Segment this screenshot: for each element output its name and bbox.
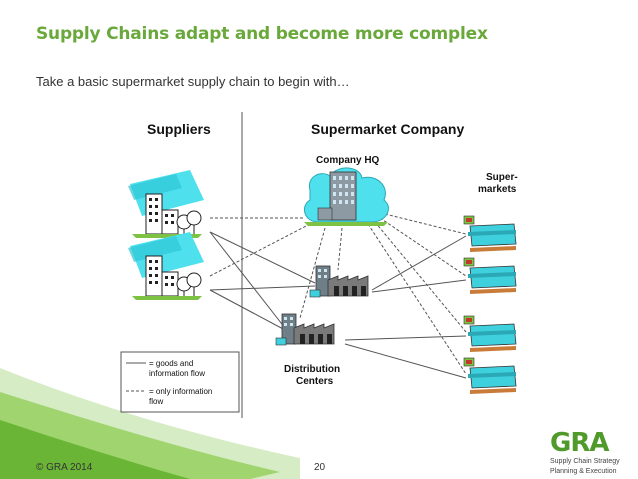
distribution-center-icon — [275, 313, 335, 346]
supermarket-icon — [463, 215, 517, 253]
page-number: 20 — [314, 462, 326, 473]
distribution-center-icon — [309, 265, 369, 298]
supplier-icon — [127, 231, 205, 301]
supermarkets-label-line1: Super- — [486, 172, 518, 183]
logo-tagline-2: Planning & Execution — [550, 468, 617, 475]
hq-label: Company HQ — [316, 155, 380, 166]
legend-dashed-text-1: = only information — [149, 387, 212, 396]
company-label: Supermarket Company — [311, 121, 464, 137]
goods-flow-lines — [209, 231, 467, 379]
supermarket-icon — [463, 315, 517, 353]
supermarkets-label-line2: markets — [478, 184, 517, 195]
logo-name: GRA — [550, 428, 609, 458]
company-hq-icon — [303, 167, 389, 226]
dc-label-line1: Distribution — [284, 364, 340, 375]
supplier-icon — [127, 169, 205, 239]
suppliers-label: Suppliers — [147, 121, 211, 137]
slide-title: Supply Chains adapt and become more comp… — [36, 24, 488, 44]
supermarket-icon — [463, 357, 517, 395]
supermarket-icon — [463, 257, 517, 295]
slide-subtitle: Take a basic supermarket supply chain to… — [36, 74, 350, 89]
logo-tagline-1: Supply Chain Strategy — [550, 458, 620, 465]
gra-logo: GRA Supply Chain Strategy Planning & Exe… — [550, 430, 630, 476]
legend-dashed-text-2: flow — [149, 397, 163, 406]
legend-solid-text-1: = goods and — [149, 359, 193, 368]
copyright-text: © GRA 2014 — [36, 462, 93, 473]
information-flow-lines — [209, 213, 467, 375]
legend: = goods and information flow = only info… — [120, 351, 240, 413]
legend-solid-text-2: information flow — [149, 369, 205, 378]
dc-label-line2: Centers — [296, 376, 334, 387]
